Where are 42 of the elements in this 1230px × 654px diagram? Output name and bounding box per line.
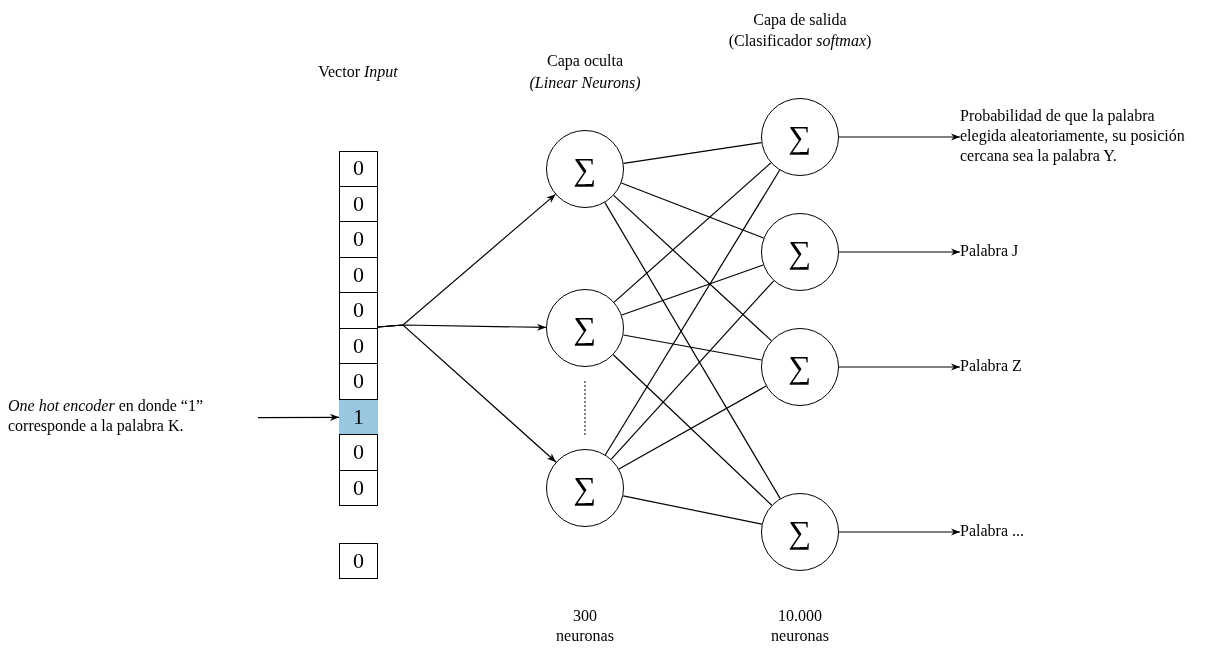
vector-cell: 0 <box>339 364 378 400</box>
arrow <box>838 248 961 256</box>
connection-line <box>621 264 764 316</box>
vector-cell: 0 <box>339 257 378 293</box>
connection-line <box>623 142 762 164</box>
vector-cell: 0 <box>339 470 378 506</box>
input-vector <box>339 151 378 506</box>
output-description: Palabra Z <box>960 356 1160 378</box>
layer-heading: 10.000 neuronas <box>770 606 830 646</box>
highlighted-vector-cell: 1 <box>339 399 378 435</box>
connection-line <box>610 280 775 460</box>
arrow <box>838 363 961 371</box>
connection-line <box>613 194 772 342</box>
connection-line <box>604 202 781 499</box>
vector-cell: 0 <box>339 328 378 364</box>
vector-cell: 0 <box>339 151 378 187</box>
output-description: Palabra J <box>960 241 1160 263</box>
connection-line <box>618 385 767 470</box>
connection-line <box>620 182 765 239</box>
vector-cell: 0 <box>339 222 378 258</box>
output-description: Probabilidad de que la palabra elegida aleatoriamente, su posición cercana sea la palabra Y. <box>960 106 1192 168</box>
layer-heading: 300 neuronas <box>555 606 615 646</box>
layer-heading: Capa de salida <box>752 10 848 30</box>
connection-line <box>613 162 772 303</box>
connection-line <box>612 354 773 506</box>
output-description: One hot encoder en donde “1” corresponde a la palabra K. <box>8 396 258 440</box>
vector-cell: 0 <box>339 543 378 579</box>
vector-cell: 0 <box>339 293 378 329</box>
layer-heading: Capa oculta <box>546 51 624 71</box>
layer-heading: (Clasificador softmax) <box>727 31 873 51</box>
layer-heading: (Linear Neurons) <box>528 73 642 93</box>
layer-heading: Vector Input <box>317 62 399 82</box>
arrow <box>838 528 961 536</box>
output-description: Palabra ... <box>960 521 1160 543</box>
connection-line <box>622 334 763 361</box>
arrow <box>838 133 961 141</box>
connection-line <box>622 495 763 525</box>
arrow <box>377 324 557 463</box>
vector-cell: 0 <box>339 435 378 471</box>
vector-cell: 0 <box>339 186 378 222</box>
connection-line <box>604 169 781 456</box>
arrow <box>257 413 340 421</box>
